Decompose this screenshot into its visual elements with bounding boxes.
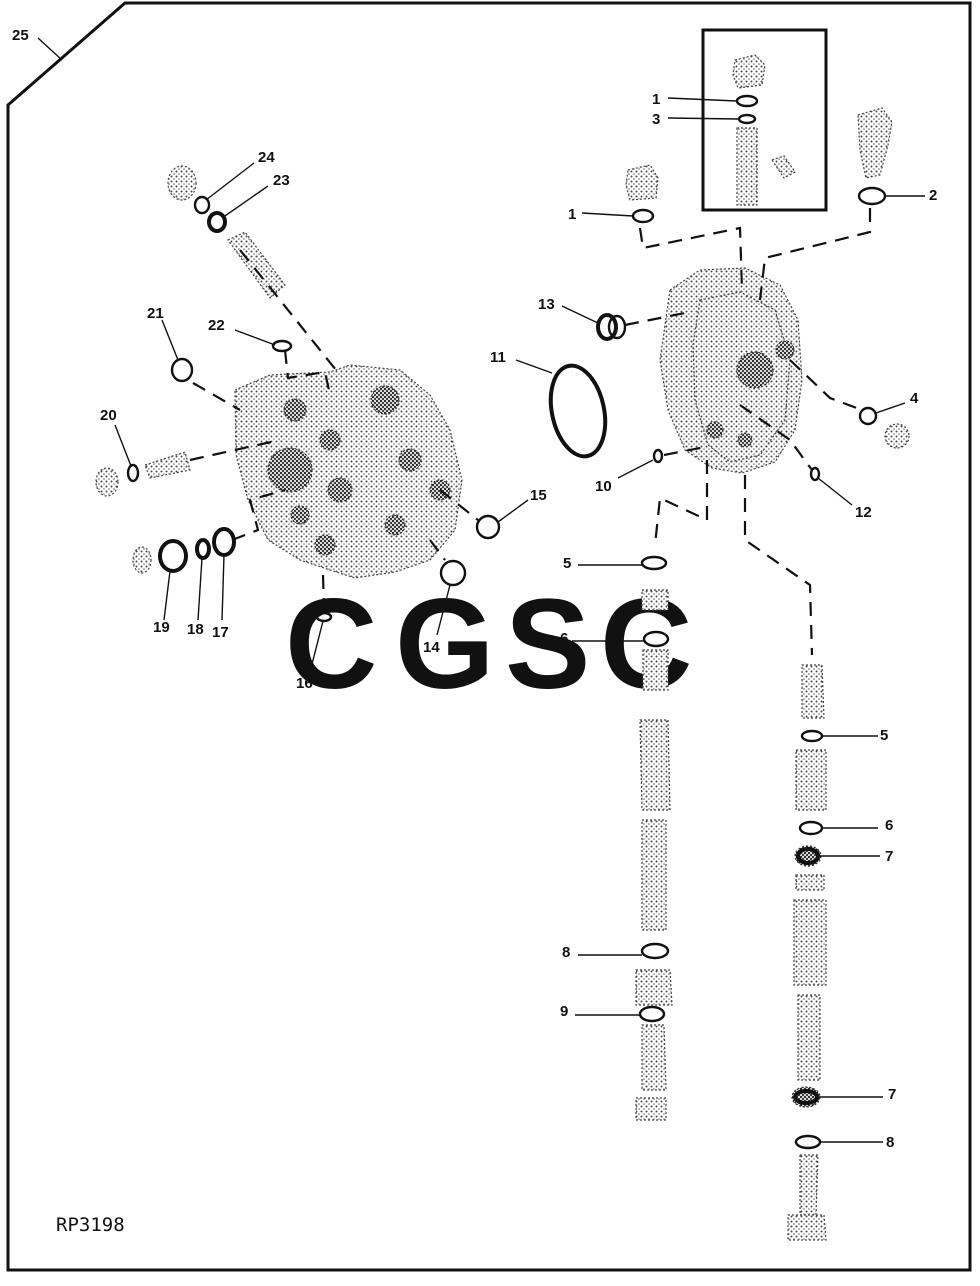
callout-8-right: 8 xyxy=(886,1134,894,1151)
right-assembly-lines xyxy=(624,208,872,656)
callout-5-left: 5 xyxy=(563,555,571,572)
callout-3: 3 xyxy=(652,111,660,128)
callout-19: 19 xyxy=(153,619,170,636)
watermark-letter: S xyxy=(505,573,590,716)
right-spool-stack xyxy=(787,664,827,1241)
leader-lines xyxy=(37,37,925,1143)
callout-5-right: 5 xyxy=(880,727,888,744)
left-pump-body xyxy=(234,364,463,579)
callout-17: 17 xyxy=(212,624,229,641)
callout-7-upper: 7 xyxy=(885,848,893,865)
callout-22: 22 xyxy=(208,317,225,334)
watermark-letter: C xyxy=(285,573,377,716)
left-small-parts xyxy=(95,165,501,623)
callout-13: 13 xyxy=(538,296,555,313)
callout-18: 18 xyxy=(187,621,204,638)
callout-15: 15 xyxy=(530,487,547,504)
large-o-ring xyxy=(548,363,608,459)
callout-4: 4 xyxy=(910,390,919,407)
callout-24: 24 xyxy=(258,149,275,166)
callout-16: 16 xyxy=(296,675,313,692)
callout-23: 23 xyxy=(273,172,290,189)
callout-9: 9 xyxy=(560,1003,568,1020)
watermark-letter: G xyxy=(395,573,495,716)
callout-8-left: 8 xyxy=(562,944,570,961)
watermark-logo: C G S C xyxy=(285,573,692,716)
callout-21: 21 xyxy=(147,305,164,322)
callout-14: 14 xyxy=(423,639,440,656)
callout-6-left: 6 xyxy=(560,630,568,647)
callout-1: 1 xyxy=(568,206,576,223)
callout-12: 12 xyxy=(855,504,872,521)
callout-11: 11 xyxy=(490,349,506,366)
callout-6-right: 6 xyxy=(885,817,893,834)
callout-7-lower: 7 xyxy=(888,1086,896,1103)
left-assembly-lines xyxy=(189,249,479,611)
drawing-reference-code: RP3198 xyxy=(56,1214,125,1236)
drawing-frame xyxy=(6,1,972,1272)
callout-10: 10 xyxy=(595,478,612,495)
callout-1-inset: 1 xyxy=(652,91,660,108)
callout-2: 2 xyxy=(929,187,937,204)
callout-labels: 25 24 23 22 21 20 19 18 17 16 15 14 13 1… xyxy=(12,27,937,1151)
right-end-cover xyxy=(596,107,910,482)
callout-25: 25 xyxy=(12,27,29,44)
left-spool-stack xyxy=(635,555,673,1121)
inset-detail-box xyxy=(701,28,828,212)
callout-20: 20 xyxy=(100,407,117,424)
